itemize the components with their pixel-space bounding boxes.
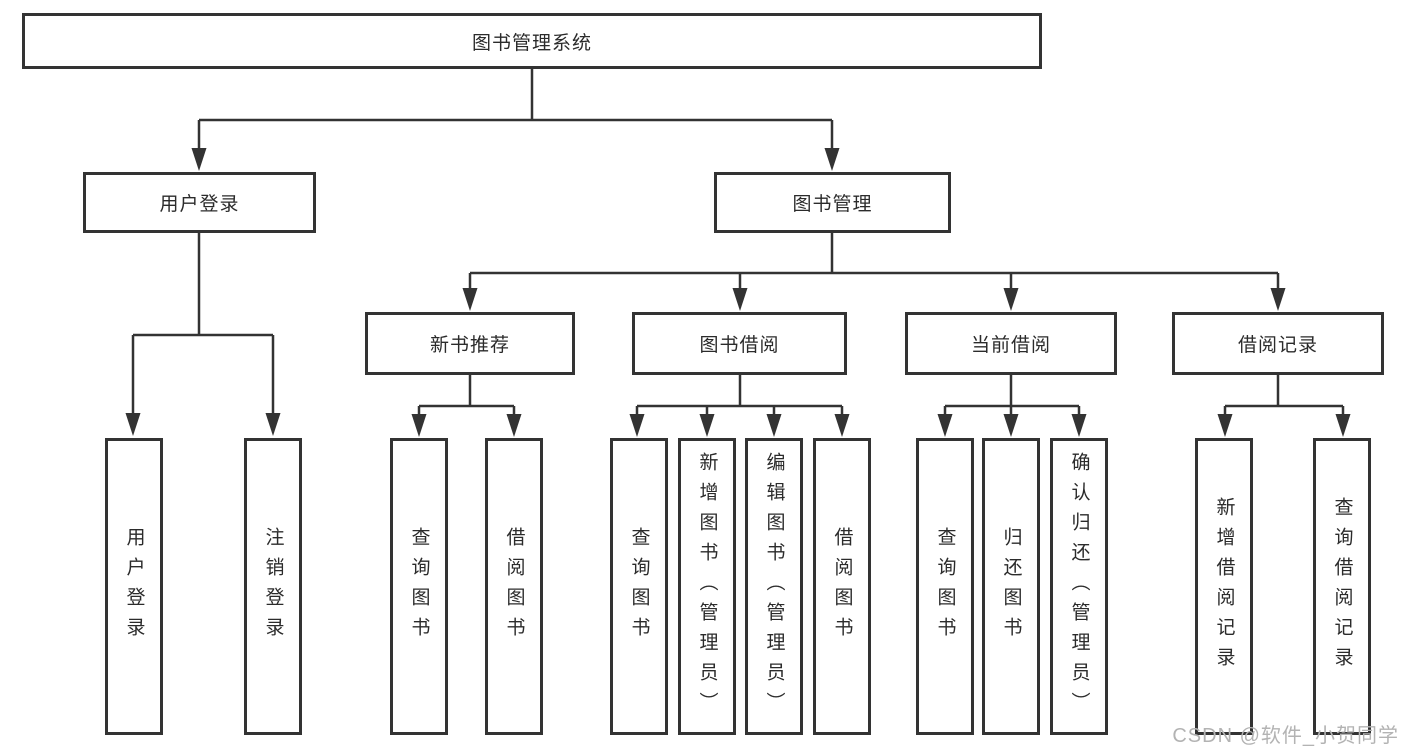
node-leaf-borrow-books-1-label: 借阅图书 [503, 526, 525, 647]
node-current-borrow-label: 当前借阅 [970, 335, 1051, 356]
node-leaf-edit-books-admin: 编辑图书（管理员） [745, 438, 803, 735]
node-borrow-records: 借阅记录 [1172, 312, 1384, 375]
node-leaf-query-borrow-record-label: 查询借阅记录 [1331, 496, 1353, 677]
node-leaf-query-books-3-label: 查询图书 [934, 526, 956, 647]
node-leaf-query-books-1-label: 查询图书 [408, 526, 430, 647]
node-leaf-borrow-books-1: 借阅图书 [485, 438, 543, 735]
node-book-borrow-label: 图书借阅 [699, 335, 780, 356]
node-leaf-logout: 注销登录 [244, 438, 302, 735]
node-leaf-query-books-2: 查询图书 [610, 438, 668, 735]
node-new-books: 新书推荐 [365, 312, 575, 375]
node-leaf-logout-label: 注销登录 [262, 526, 284, 647]
node-borrow-records-label: 借阅记录 [1237, 335, 1318, 356]
node-leaf-user-login-label: 用户登录 [123, 526, 145, 647]
node-leaf-add-borrow-record: 新增借阅记录 [1195, 438, 1253, 735]
node-new-books-label: 新书推荐 [429, 335, 510, 356]
node-leaf-add-borrow-record-label: 新增借阅记录 [1213, 496, 1235, 677]
node-leaf-user-login: 用户登录 [105, 438, 163, 735]
node-leaf-query-books-2-label: 查询图书 [628, 526, 650, 647]
node-leaf-query-borrow-record: 查询借阅记录 [1313, 438, 1371, 735]
node-current-borrow: 当前借阅 [905, 312, 1117, 375]
node-book-mgmt-label: 图书管理 [792, 194, 873, 215]
node-user-login-label: 用户登录 [159, 194, 240, 215]
node-book-mgmt: 图书管理 [714, 172, 951, 233]
node-leaf-edit-books-admin-label: 编辑图书（管理员） [763, 451, 785, 722]
node-user-login: 用户登录 [83, 172, 316, 233]
node-leaf-query-books-1: 查询图书 [390, 438, 448, 735]
node-root: 图书管理系统 [22, 13, 1042, 69]
node-leaf-add-books-admin: 新增图书（管理员） [678, 438, 736, 735]
node-leaf-add-books-admin-label: 新增图书（管理员） [696, 451, 718, 722]
node-leaf-confirm-return-admin: 确认归还（管理员） [1050, 438, 1108, 735]
node-leaf-borrow-books-2-label: 借阅图书 [831, 526, 853, 647]
csdn-watermark: CSDN @软件_小贺同学 [1172, 725, 1399, 747]
arrowheads [125, 148, 1351, 437]
node-leaf-query-books-3: 查询图书 [916, 438, 974, 735]
node-leaf-borrow-books-2: 借阅图书 [813, 438, 871, 735]
node-leaf-confirm-return-admin-label: 确认归还（管理员） [1068, 451, 1090, 722]
node-leaf-return-books: 归还图书 [982, 438, 1040, 735]
node-leaf-return-books-label: 归还图书 [1000, 526, 1022, 647]
node-book-borrow: 图书借阅 [632, 312, 847, 375]
node-root-label: 图书管理系统 [471, 32, 592, 54]
